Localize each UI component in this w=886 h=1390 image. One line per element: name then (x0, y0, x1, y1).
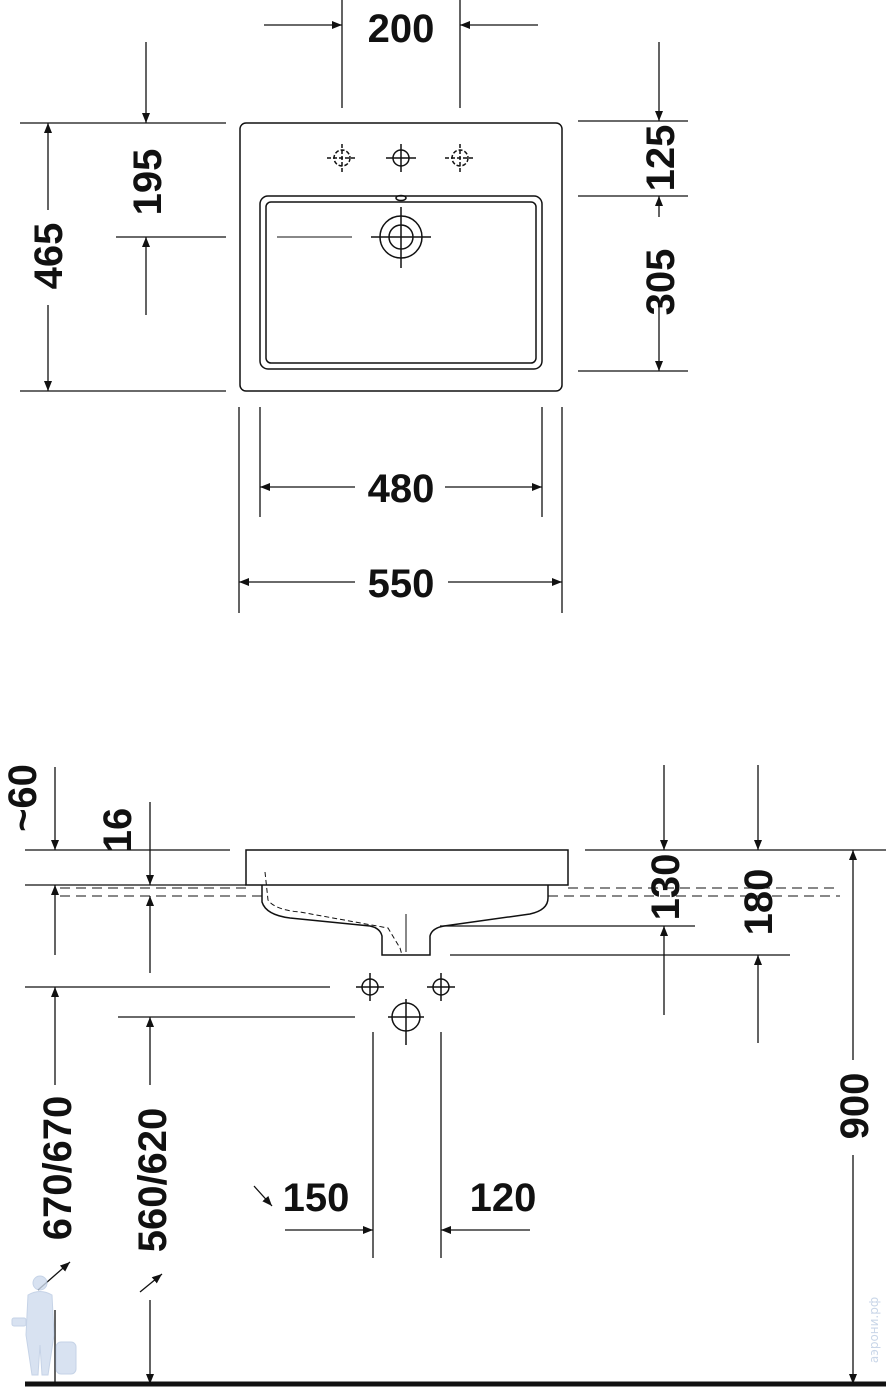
dim-rim-height: 900 (833, 1073, 877, 1140)
side-view (25, 849, 886, 1387)
dim-waste-offset-right: 120 (470, 1176, 537, 1220)
supply-connection-right-icon (427, 973, 455, 1001)
plumber-mascot-logo (11, 1275, 77, 1376)
dim-bowl-height-a: 130 (644, 854, 688, 921)
watermark-text: аэрони.рф (867, 1297, 881, 1363)
dim-bowl-height-b: 180 (737, 869, 781, 936)
dim-depth-to-drain: 195 (126, 149, 170, 216)
tap-hole-center-icon (386, 144, 416, 172)
dim-waste-height: 560/620 (131, 1108, 175, 1253)
top-view (239, 122, 563, 392)
bowl-inner-dashed (264, 871, 403, 956)
dim-tap-row-depth: 125 (639, 125, 683, 192)
tap-hole-left-icon (327, 144, 357, 172)
overflow-icon (395, 194, 407, 202)
tap-hole-right-icon (445, 144, 475, 172)
dim-rim-thickness: 16 (96, 808, 140, 853)
dim-tap-spacing: 200 (368, 7, 435, 51)
dim-bowl-depth: 305 (639, 249, 683, 316)
dim-waste-offset-left: 150 (283, 1176, 350, 1220)
supply-connection-left-icon (356, 973, 384, 1001)
top-view-dimensions (20, 0, 688, 613)
basin-outer-outline (239, 122, 563, 392)
basin-bowl (261, 885, 549, 956)
dim-supply-height: 670/670 (36, 1096, 80, 1241)
dim-overflow-approx: ~60 (1, 764, 45, 832)
bowl-inner-outline (265, 201, 537, 364)
side-view-dimensions (25, 765, 886, 1384)
drain-icon (371, 207, 431, 268)
dim-total-width: 550 (368, 562, 435, 606)
waste-connection-icon (388, 999, 424, 1045)
dim-total-depth: 465 (27, 223, 71, 290)
basin-rim (245, 849, 569, 886)
dim-bowl-width: 480 (368, 467, 435, 511)
